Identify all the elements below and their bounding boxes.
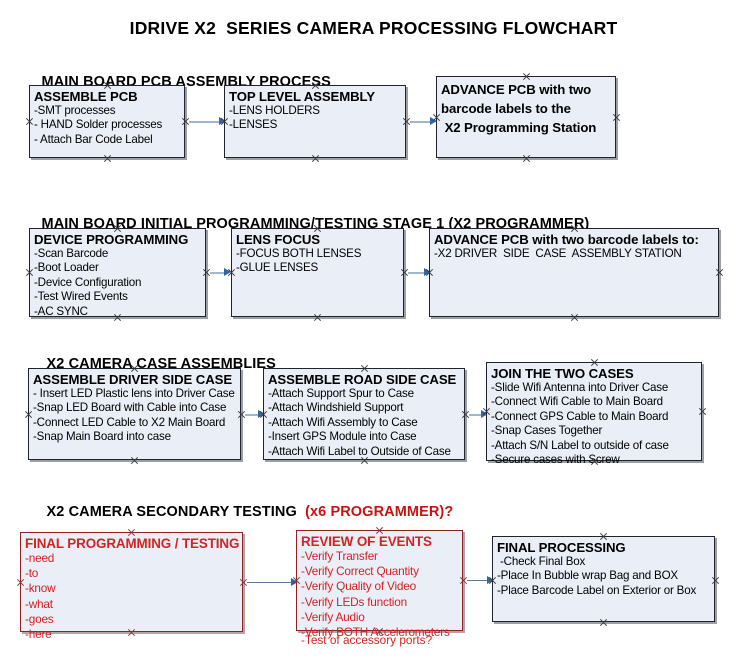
box-title: DEVICE PROGRAMMING [34, 232, 189, 247]
connector-arrow-icon [291, 578, 298, 586]
box-line: -Verify Audio [301, 609, 365, 624]
connector-line [410, 121, 432, 123]
box-line: -Verify LEDs function [301, 594, 407, 609]
box-title: JOIN THE TWO CASES [491, 366, 634, 381]
box-line: -Slide Wifi Antenna into Driver Case [491, 381, 669, 394]
box-top-level-assembly[interactable]: TOP LEVEL ASSEMBLY -LENS HOLDERS -LENSES [224, 85, 406, 158]
box-line: -Check Final Box [497, 555, 586, 568]
connector-arrow-icon [258, 410, 265, 418]
box-title: REVIEW OF EVENTS [301, 534, 432, 549]
connector-arrow-icon [430, 117, 437, 125]
box-lens-focus[interactable]: LENS FOCUS -FOCUS BOTH LENSES -GLUE LENS… [231, 228, 404, 317]
box-title: ASSEMBLE PCB [34, 89, 138, 104]
box-final-programming-testing[interactable]: FINAL PROGRAMMING / TESTING -need -to -k… [20, 532, 243, 641]
box-line: -Scan Barcode [34, 247, 109, 260]
box-line: -to [25, 566, 39, 581]
box-line: -AC SYNC [34, 304, 88, 318]
box-line: -need [25, 551, 55, 565]
connector-line [469, 414, 483, 416]
box-assemble-road-side-case[interactable]: ASSEMBLE ROAD SIDE CASE -Attach Support … [263, 368, 465, 460]
box-line: -X2 DRIVER SIDE CASE ASSEMBLY STATION [434, 247, 682, 260]
section-heading-accent: (x6 PROGRAMMER)? [305, 504, 454, 520]
box-review-of-events[interactable]: REVIEW OF EVENTS -Verify Transfer -Verif… [296, 530, 463, 647]
box-overflow-line: -Test of accessory ports? [301, 633, 433, 647]
box-line: -GLUE LENSES [236, 261, 319, 275]
box-line: -Verify Transfer [301, 549, 378, 563]
box-line: -SMT processes [34, 104, 116, 117]
connector-line [467, 580, 489, 581]
connector-line [189, 121, 221, 123]
connector-line [245, 414, 260, 416]
box-line: - Attach Bar Code Label [34, 132, 153, 146]
box-join-the-two-cases[interactable]: JOIN THE TWO CASES -Slide Wifi Antenna i… [486, 362, 702, 466]
box-line: -Test Wired Events [34, 290, 128, 304]
box-line: -Connect LED Cable to X2 Main Board [33, 415, 226, 429]
box-title: ASSEMBLE DRIVER SIDE CASE [33, 372, 233, 387]
box-device-programming[interactable]: DEVICE PROGRAMMING -Scan Barcode -Boot L… [29, 228, 206, 318]
box-line: -Snap Main Board into case [33, 430, 171, 444]
box-title: ASSEMBLE ROAD SIDE CASE [268, 372, 457, 387]
box-line: -Attach Wifi Assembly to Case [268, 415, 418, 429]
box-advance-pcb-driver-side-case[interactable]: ADVANCE PCB with two barcode labels to: … [429, 228, 719, 317]
box-line: -Snap LED Board with Cable into Case [33, 401, 227, 415]
box-line: -Place Barcode Label on Exterior or Box [497, 583, 697, 597]
box-line: - Insert LED Plastic lens into Driver Ca… [33, 387, 235, 400]
section-heading-x2-camera-secondary-testing: X2 CAMERA SECONDARY TESTING (x6 PROGRAMM… [30, 488, 454, 536]
connector-line [210, 272, 226, 274]
box-line: -LENSES [229, 118, 278, 132]
box-assemble-pcb[interactable]: ASSEMBLE PCB -SMT processes - HAND Solde… [29, 85, 185, 158]
box-line: -Attach Wifi Label to Outside of Case [268, 444, 451, 458]
box-line: -FOCUS BOTH LENSES [236, 247, 362, 260]
box-final-processing[interactable]: FINAL PROCESSING -Check Final Box -Place… [492, 536, 715, 622]
box-title: ADVANCE PCB with two barcode labels to t… [441, 82, 597, 135]
connector-arrow-icon [224, 268, 231, 276]
page-title: IDRIVE X2 SERIES CAMERA PROCESSING FLOWC… [129, 18, 618, 38]
connector-line [408, 272, 426, 274]
box-advance-pcb-x2-programming-station[interactable]: ADVANCE PCB with two barcode labels to t… [436, 76, 616, 158]
box-line: -Snap Cases Together [491, 424, 603, 438]
box-line: -Attach S/N Label to outside of case [491, 438, 669, 452]
connector-arrow-icon [487, 576, 494, 584]
box-line: -here [25, 627, 52, 642]
box-line: -what [25, 596, 53, 611]
connector-arrow-icon [219, 117, 226, 125]
box-title: LENS FOCUS [236, 232, 320, 247]
box-line: -Boot Loader [34, 261, 99, 275]
box-line: -Place In Bubble wrap Bag and BOX [497, 569, 678, 583]
box-line: -Attach Windshield Support [268, 401, 404, 415]
box-title: ADVANCE PCB with two barcode labels to: [434, 232, 699, 247]
box-line: -Insert GPS Module into Case [268, 430, 417, 444]
box-line: -Attach Support Spur to Case [268, 387, 414, 400]
box-line: -Secure cases with Screw [491, 453, 620, 467]
box-line: -LENS HOLDERS [229, 104, 320, 117]
box-title: FINAL PROCESSING [497, 540, 626, 555]
box-line: -Verify Correct Quantity [301, 564, 419, 579]
box-assemble-driver-side-case[interactable]: ASSEMBLE DRIVER SIDE CASE - Insert LED P… [28, 368, 241, 460]
box-line: -Device Configuration [34, 275, 142, 289]
box-line: -Verify Quality of Video [301, 579, 416, 594]
section-heading-text: X2 CAMERA SECONDARY TESTING [46, 504, 306, 520]
box-line: -Connect Wifi Cable to Main Board [491, 395, 663, 409]
box-title: TOP LEVEL ASSEMBLY [229, 89, 375, 104]
box-line: -know [25, 581, 56, 596]
connector-arrow-icon [424, 268, 431, 276]
box-title: FINAL PROGRAMMING / TESTING [25, 536, 240, 551]
connector-line [247, 582, 295, 583]
box-line: -goes [25, 611, 54, 626]
box-line: -Verify BOTH Accelerometers [301, 625, 450, 640]
box-line: -Connect GPS Cable to Main Board [491, 409, 669, 423]
box-line: - HAND Solder processes [34, 118, 163, 132]
connector-arrow-icon [481, 410, 488, 418]
